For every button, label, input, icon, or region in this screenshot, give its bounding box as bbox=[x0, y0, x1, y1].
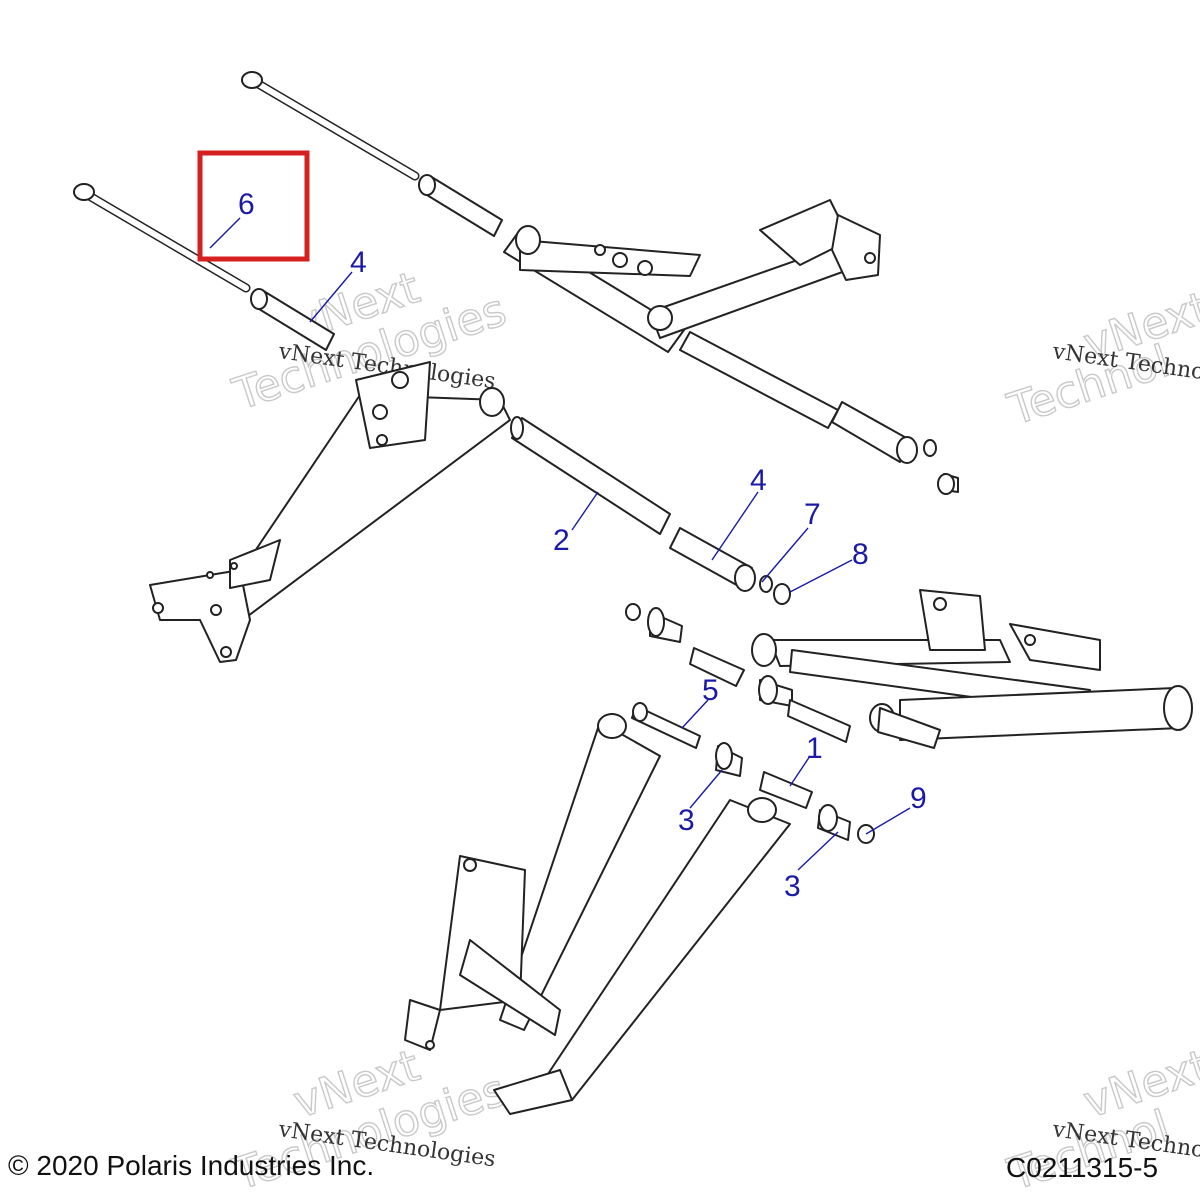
leader-2 bbox=[571, 491, 599, 531]
callouts: 6 4 2 4 7 8 5 1 3 3 9 bbox=[238, 188, 927, 903]
callout-4[interactable]: 4 bbox=[750, 464, 767, 497]
callout-7[interactable]: 7 bbox=[804, 498, 821, 531]
leader-4b bbox=[711, 491, 759, 561]
callout-9[interactable]: 9 bbox=[910, 782, 927, 815]
bolt-long-upper bbox=[241, 71, 420, 181]
leader-5 bbox=[681, 699, 709, 729]
a-arm-right-lower bbox=[751, 589, 1193, 741]
leader-7 bbox=[761, 527, 809, 583]
leader-6 bbox=[209, 217, 241, 249]
leader-1 bbox=[789, 755, 811, 787]
document-number: C0211315-5 bbox=[1006, 1152, 1159, 1183]
callout-6[interactable]: 6 bbox=[238, 188, 255, 221]
pivot-tube-2 bbox=[510, 416, 671, 535]
a-arm-left bbox=[149, 361, 511, 663]
leader-4a bbox=[309, 271, 353, 323]
bolt-long-left bbox=[73, 183, 251, 293]
parts bbox=[73, 71, 1193, 1115]
leader-3a bbox=[689, 769, 723, 809]
callout-3[interactable]: 3 bbox=[678, 804, 695, 837]
callout-2[interactable]: 2 bbox=[553, 524, 570, 557]
callout-4[interactable]: 4 bbox=[350, 246, 367, 279]
a-arm-upper-right bbox=[503, 199, 881, 353]
leader-3b bbox=[797, 831, 839, 871]
leader-8 bbox=[789, 559, 853, 593]
callout-5[interactable]: 5 bbox=[702, 674, 719, 707]
copyright-text: © 2020 Polaris Industries Inc. bbox=[8, 1150, 375, 1181]
callout-3[interactable]: 3 bbox=[784, 870, 801, 903]
leader-lines bbox=[209, 217, 911, 871]
sleeve-upper bbox=[418, 174, 503, 237]
callout-8[interactable]: 8 bbox=[852, 538, 869, 571]
pivot-tube-right bbox=[679, 331, 959, 495]
sleeve-left-4 bbox=[250, 288, 335, 351]
highlight-box bbox=[197, 150, 310, 262]
callout-1[interactable]: 1 bbox=[806, 732, 823, 765]
leader-9 bbox=[865, 807, 911, 835]
trailing-arm-lower bbox=[404, 713, 791, 1115]
sleeve-4-lower bbox=[669, 527, 791, 605]
